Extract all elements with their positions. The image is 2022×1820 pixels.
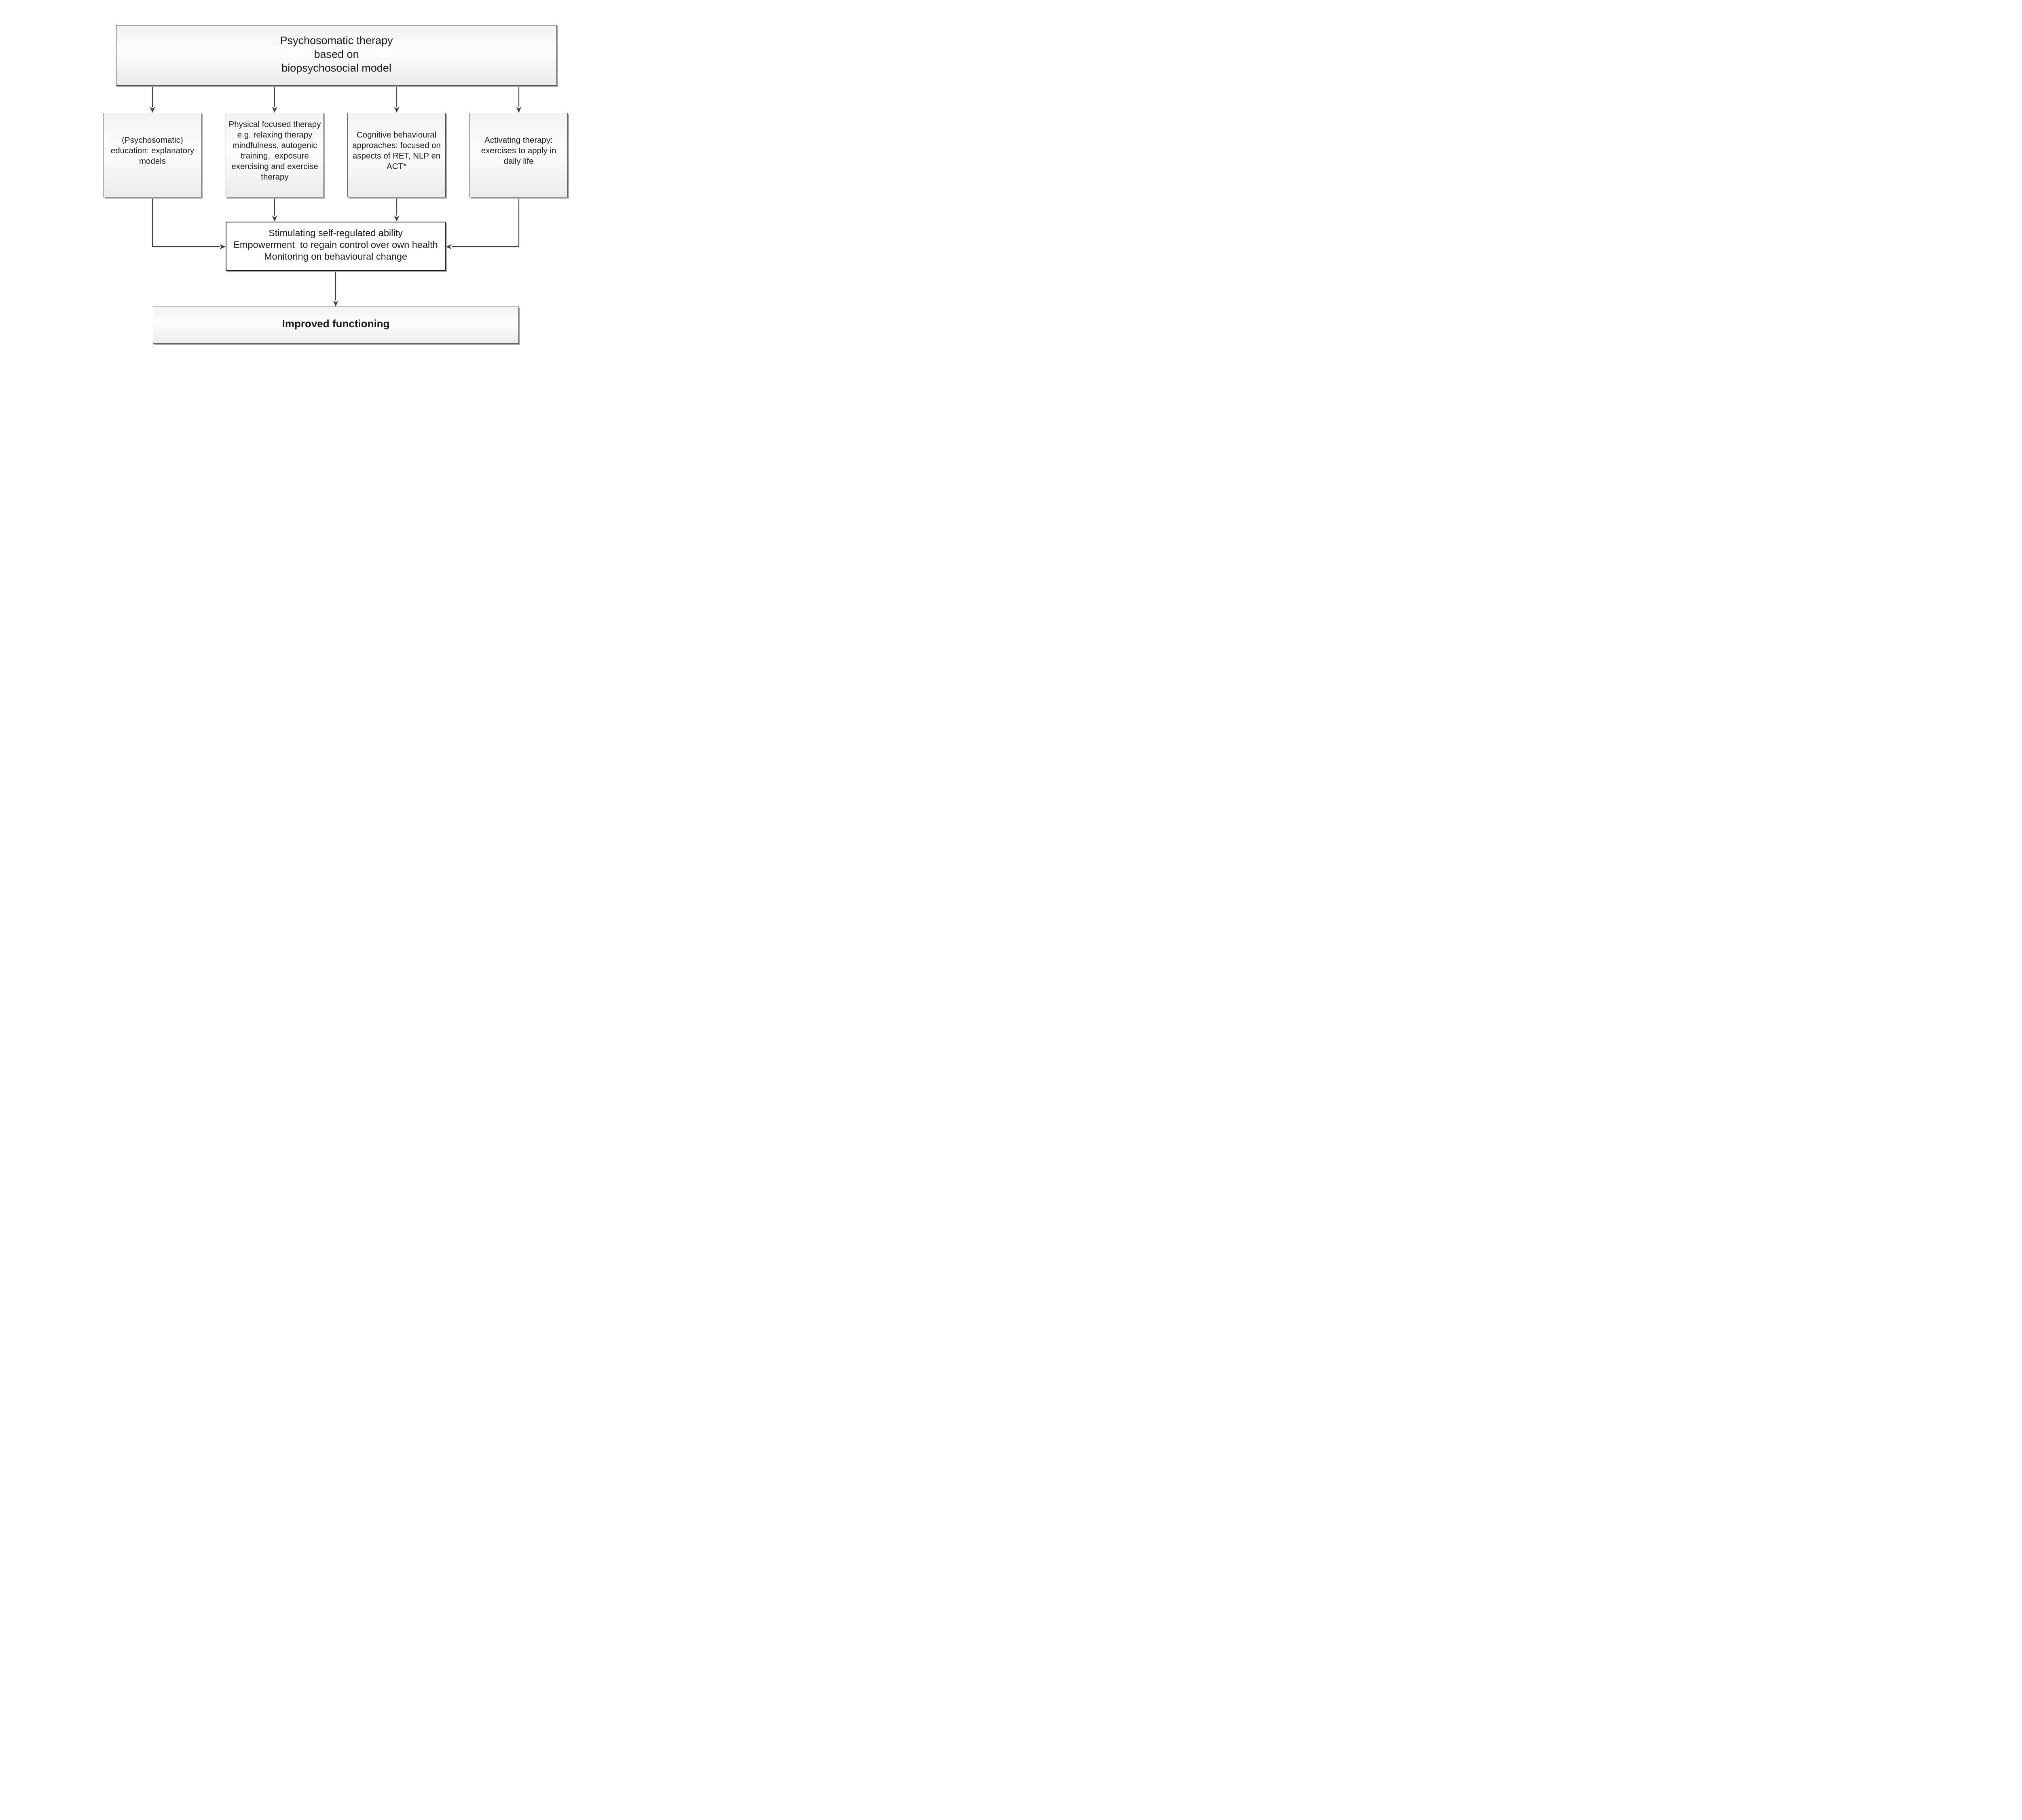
branch-box-cognitive: Cognitive behavioural approaches: focuse…: [347, 113, 446, 197]
integration-box-text: Stimulating self-regulated ability Empow…: [233, 227, 438, 262]
flowchart-canvas: Psychosomatic therapy based on biopsycho…: [0, 0, 647, 364]
branch-box-activating: Activating therapy: exercises to apply i…: [470, 113, 568, 197]
branch-box-activating-text: Activating therapy: exercises to apply i…: [481, 135, 556, 166]
branch-box-physical-text: Physical focused therapy e.g. relaxing t…: [228, 119, 321, 182]
branch-box-cognitive-text: Cognitive behavioural approaches: focuse…: [352, 130, 441, 171]
outcome-box-text: Improved functioning: [282, 317, 390, 330]
outcome-box: Improved functioning: [153, 307, 519, 344]
elbow-education-to-integration: [152, 198, 226, 250]
branch-box-education-text: (Psychosomatic) education: explanatory m…: [110, 135, 195, 166]
title-box: Psychosomatic therapy based on biopsycho…: [116, 25, 557, 86]
elbow-activating-to-integration: [446, 198, 520, 250]
integration-box: Stimulating self-regulated ability Empow…: [226, 222, 446, 271]
branch-box-physical: Physical focused therapy e.g. relaxing t…: [226, 113, 324, 197]
branch-box-education: (Psychosomatic) education: explanatory m…: [104, 113, 201, 197]
title-box-text: Psychosomatic therapy based on biopsycho…: [280, 34, 393, 74]
